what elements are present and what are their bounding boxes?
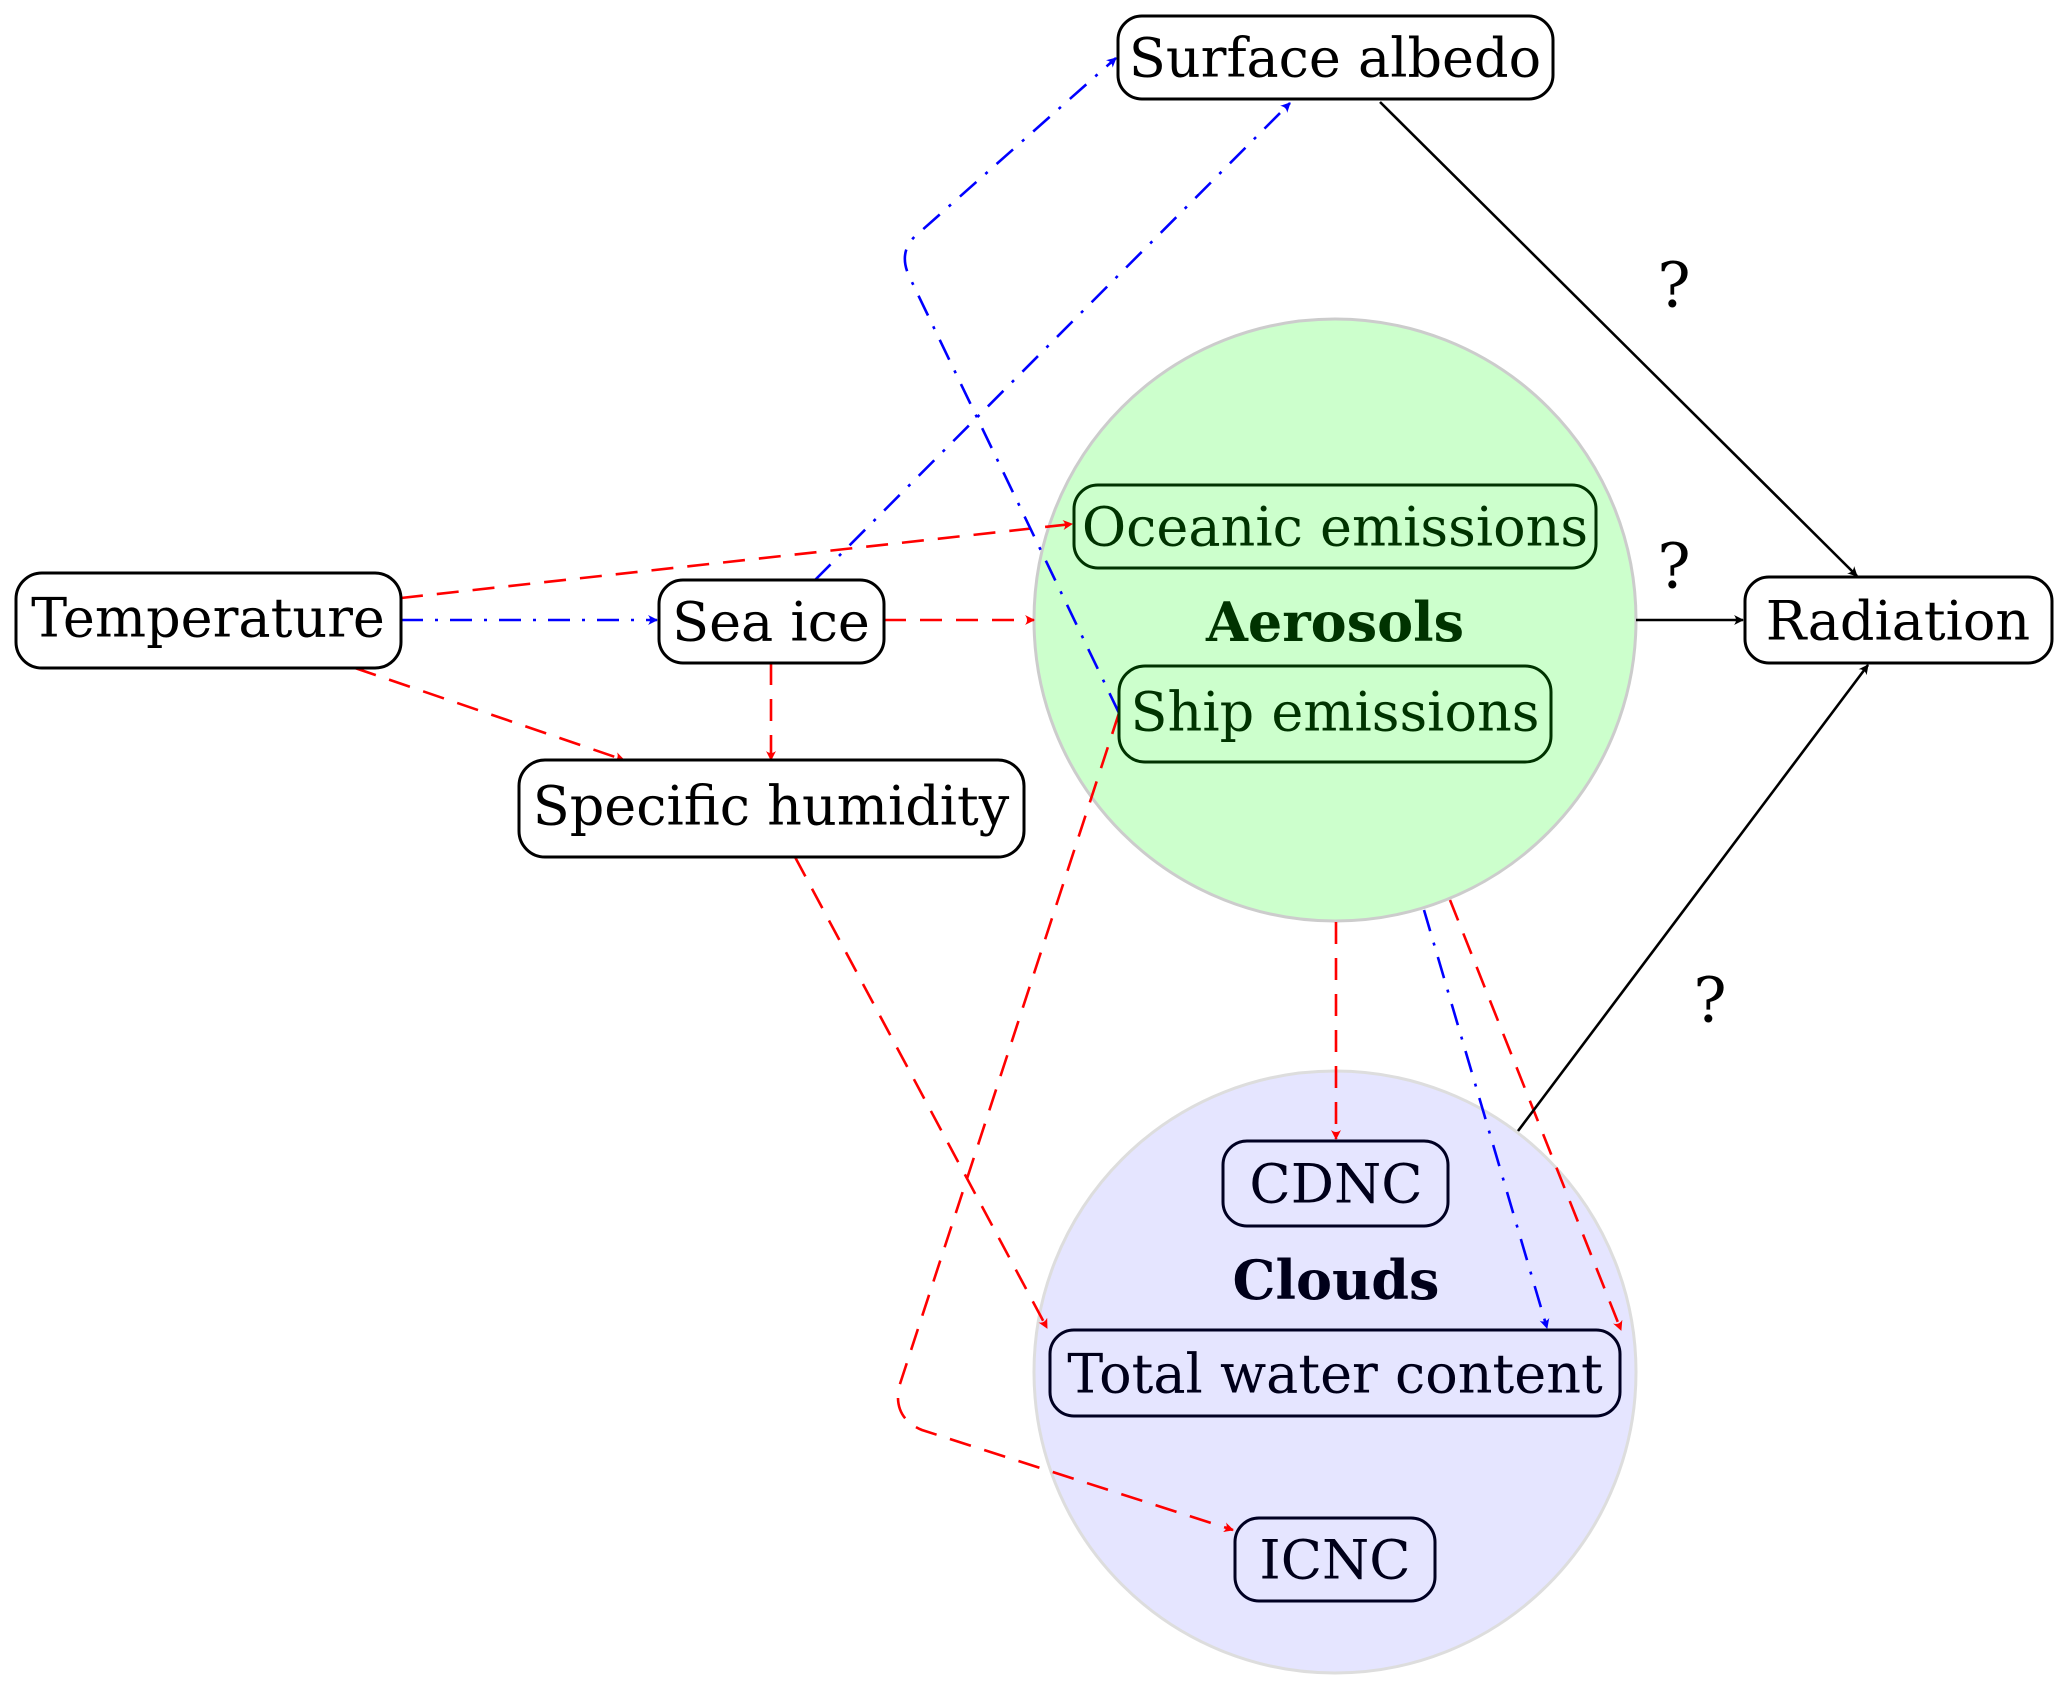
node-icnc-label: ICNC <box>1259 1529 1410 1592</box>
edge-ship-icnc <box>896 712 1234 1533</box>
edge-label-clouds-radiation: ? <box>1693 964 1726 1037</box>
edge-albedo-radiation <box>1379 101 1858 577</box>
node-oceanic-emissions[interactable]: Oceanic emissions <box>1072 483 1598 570</box>
edge-temperature-humidity <box>354 666 625 762</box>
aerosols-group: Oceanic emissions Aerosols Ship emission… <box>1072 483 1598 764</box>
node-oceanic-emissions-label: Oceanic emissions <box>1082 496 1588 559</box>
edge-aerosols-twc-red <box>1448 899 1623 1331</box>
node-radiation-label: Radiation <box>1766 590 2030 653</box>
node-temperature[interactable]: Temperature <box>14 571 403 670</box>
edge-aerosols-twc-blue <box>1422 909 1550 1329</box>
node-sea-ice[interactable]: Sea ice <box>657 578 886 665</box>
edge-seaice-albedo <box>814 102 1291 581</box>
aerosols-group-title: Aerosols <box>1205 590 1464 654</box>
node-temperature-label: Temperature <box>31 587 385 650</box>
node-surface-albedo[interactable]: Surface albedo <box>1116 14 1555 101</box>
node-cdnc-label: CDNC <box>1249 1153 1422 1216</box>
edges <box>354 57 1870 1533</box>
clouds-group-title: Clouds <box>1233 1248 1440 1312</box>
clouds-group: CDNC Clouds Total water content ICNC <box>1048 1139 1622 1603</box>
edge-ship-albedo <box>903 57 1121 714</box>
edge-clouds-radiation <box>1516 664 1870 1132</box>
edge-label-aerosols-radiation: ? <box>1657 530 1690 603</box>
node-specific-humidity[interactable]: Specific humidity <box>517 758 1026 859</box>
edge-humidity-twc <box>793 856 1049 1329</box>
node-total-water-content[interactable]: Total water content <box>1048 1328 1622 1418</box>
node-ship-emissions-label: Ship emissions <box>1131 681 1540 744</box>
edge-label-albedo-radiation: ? <box>1657 249 1690 322</box>
node-total-water-content-label: Total water content <box>1067 1343 1603 1406</box>
node-ship-emissions[interactable]: Ship emissions <box>1117 664 1553 764</box>
node-specific-humidity-label: Specific humidity <box>533 775 1010 838</box>
node-sea-ice-label: Sea ice <box>672 591 870 654</box>
node-icnc[interactable]: ICNC <box>1233 1516 1437 1603</box>
node-cdnc[interactable]: CDNC <box>1221 1139 1450 1228</box>
node-surface-albedo-label: Surface albedo <box>1129 27 1541 90</box>
node-radiation[interactable]: Radiation <box>1743 575 2054 665</box>
edge-temperature-oceanic <box>400 520 1073 600</box>
